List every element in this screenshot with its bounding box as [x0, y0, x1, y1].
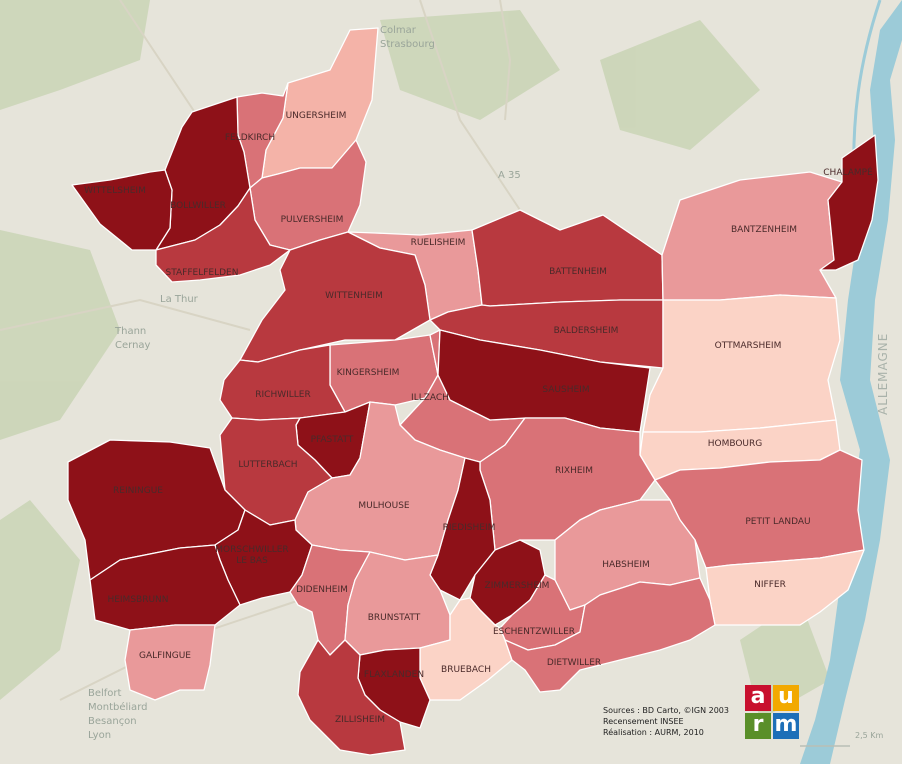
city-label-besancon: Besançon: [88, 716, 137, 727]
label-sausheim: SAUSHEIM: [542, 385, 589, 395]
label-galfingue: GALFINGUE: [139, 651, 191, 661]
country-label-container: ALLEMAGNE: [873, 300, 893, 420]
commune-staffelfelden[interactable]: [155, 187, 291, 283]
sources-line-2: Recensement INSEE: [603, 717, 684, 726]
label-feldkirch: FELDKIRCH: [225, 133, 275, 143]
logo-letter-r: r: [745, 713, 771, 739]
commune-heimsbrunn[interactable]: [89, 544, 241, 631]
label-battenheim: BATTENHEIM: [549, 267, 607, 277]
label-petit-landau: PETIT LANDAU: [745, 517, 810, 527]
label-habsheim: HABSHEIM: [602, 560, 650, 570]
commune-dietwiller[interactable]: [504, 577, 716, 693]
label-wittenheim: WITTENHEIM: [325, 291, 383, 301]
logo-letter-u: u: [773, 685, 799, 711]
label-riedisheim: RIEDISHEIM: [443, 523, 496, 533]
label-mulhouse: MULHOUSE: [358, 501, 410, 511]
basemap-labels: Colmar Strasbourg Belfort Montbéliard Be…: [88, 25, 521, 741]
label-dietwiller: DIETWILLER: [547, 658, 601, 668]
label-brunstatt: BRUNSTATT: [368, 613, 421, 623]
label-baldersheim: BALDERSHEIM: [554, 326, 619, 336]
river-label-thur: La Thur: [160, 294, 199, 305]
sources-line-3: Réalisation : AURM, 2010: [603, 728, 704, 737]
label-pulversheim: PULVERSHEIM: [281, 215, 344, 225]
label-zimmersheim: ZIMMERSHEIM: [485, 581, 550, 591]
label-eschentzwiller: ESCHENTZWILLER: [493, 627, 575, 637]
label-heimsbrunn: HEIMSBRUNN: [107, 595, 168, 605]
logo-letter-m: m: [773, 712, 799, 739]
label-richwiller: RICHWILLER: [255, 390, 310, 400]
commune-ottmarsheim[interactable]: [642, 294, 841, 433]
commune-galfingue[interactable]: [124, 624, 216, 701]
commune-wittenheim[interactable]: [239, 231, 431, 363]
aurm-logo: a u r m: [745, 685, 801, 743]
label-illzach: ILLZACH: [411, 393, 449, 403]
label-reiningue: REININGUE: [113, 486, 163, 496]
label-rixheim: RIXHEIM: [555, 466, 593, 476]
label-wittelsheim: WITTELSHEIM: [84, 186, 146, 196]
sources-line-1: Sources : BD Carto, ©IGN 2003: [603, 706, 729, 715]
city-label-strasbourg: Strasbourg: [380, 39, 435, 50]
city-label-montbeliard: Montbéliard: [88, 701, 147, 713]
label-ruelisheim: RUELISHEIM: [411, 238, 466, 248]
label-hombourg: HOMBOURG: [708, 439, 763, 449]
label-bruebach: BRUEBACH: [441, 665, 491, 675]
road-label-a35: A 35: [498, 170, 521, 181]
commune-labels: UNGERSHEIM FELDKIRCH BOLLWILLER WITTELSH…: [84, 111, 873, 725]
logo-letter-a: a: [745, 685, 771, 711]
label-flaxlanden: FLAXLANDEN: [364, 670, 424, 680]
commune-zillisheim[interactable]: [297, 639, 406, 756]
city-label-belfort: Belfort: [88, 688, 122, 699]
label-zillisheim: ZILLISHEIM: [335, 715, 385, 725]
label-ottmarsheim: OTTMARSHEIM: [715, 341, 782, 351]
scale-label: 2,5 Km: [855, 731, 884, 740]
label-bollwiller: BOLLWILLER: [170, 201, 226, 211]
city-label-thann: Thann: [114, 326, 146, 337]
label-kingersheim: KINGERSHEIM: [337, 368, 400, 378]
communes-layer: [67, 27, 879, 756]
label-pfastatt: PFASTATT: [311, 435, 354, 445]
sources-block: Sources : BD Carto, ©IGN 2003 Recensemen…: [603, 705, 743, 738]
label-staffelfelden: STAFFELFELDEN: [166, 268, 239, 278]
label-niffer: NIFFER: [754, 580, 786, 590]
city-label-lyon: Lyon: [88, 730, 111, 741]
forest-areas: [0, 0, 830, 720]
country-label-allemagne: ALLEMAGNE: [876, 333, 890, 415]
label-lutterbach: LUTTERBACH: [238, 460, 297, 470]
commune-chalampe[interactable]: [819, 134, 879, 271]
label-bantzenheim: BANTZENHEIM: [731, 225, 797, 235]
city-label-cernay: Cernay: [115, 340, 151, 351]
label-chalampe: CHALAMPÉ: [823, 166, 873, 178]
label-didenheim: DIDENHEIM: [296, 585, 348, 595]
commune-wittelsheim[interactable]: [71, 169, 173, 251]
city-label-colmar: Colmar: [380, 25, 417, 36]
label-ungersheim: UNGERSHEIM: [286, 111, 347, 121]
